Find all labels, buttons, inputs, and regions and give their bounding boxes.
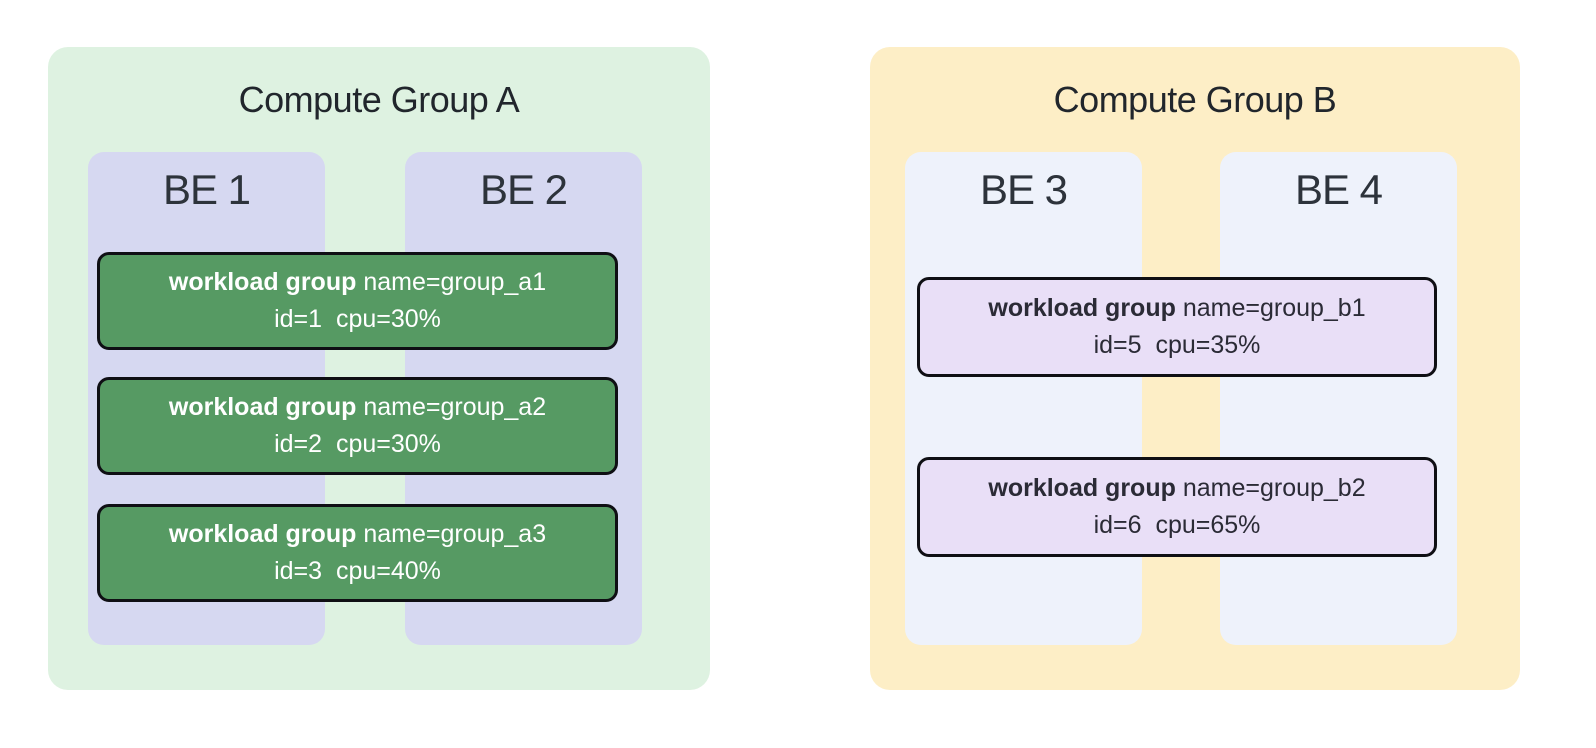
- workload-group-a1: workload group name=group_a1 id=1 cpu=30…: [97, 252, 618, 350]
- backend-be1-label: BE 1: [162, 166, 251, 213]
- backend-be2-label: BE 2: [479, 166, 568, 213]
- workload-group-label: workload group: [168, 268, 364, 296]
- workload-group-label: workload group: [988, 294, 1183, 322]
- compute-group-a-title: Compute Group A: [238, 79, 520, 120]
- backend-be4: BE 4: [1220, 152, 1457, 645]
- workload-group-name: name=group_b2: [1182, 474, 1366, 502]
- compute-group-a: Compute Group A BE 1 BE 2 workload group…: [48, 47, 710, 690]
- workload-group-a3-line1: workload group name=group_a3: [169, 516, 546, 553]
- workload-group-name: name=group_a3: [363, 520, 547, 548]
- workload-group-label: workload group: [988, 474, 1183, 502]
- workload-group-a2-line1: workload group name=group_a2: [169, 389, 546, 426]
- workload-group-a1-line1: workload group name=group_a1: [169, 264, 546, 301]
- workload-group-a3: workload group name=group_a3 id=3 cpu=40…: [97, 504, 618, 602]
- workload-group-name: name=group_b1: [1182, 294, 1366, 322]
- workload-group-b2-line2: id=6 cpu=65%: [1093, 511, 1261, 539]
- workload-group-a3-line2: id=3 cpu=40%: [274, 557, 441, 585]
- workload-group-name: name=group_a2: [363, 393, 547, 421]
- workload-group-a2-line2: id=2 cpu=30%: [274, 430, 441, 458]
- workload-group-b2-line1: workload group name=group_b2: [988, 470, 1365, 507]
- workload-group-name: name=group_a1: [363, 268, 547, 296]
- workload-group-b2: workload group name=group_b2 id=6 cpu=65…: [917, 457, 1437, 557]
- backend-be4-label: BE 4: [1294, 166, 1383, 213]
- workload-group-label: workload group: [168, 520, 364, 548]
- workload-group-a1-line2: id=1 cpu=30%: [274, 305, 441, 333]
- backend-be3-label: BE 3: [979, 166, 1068, 213]
- compute-group-b: Compute Group B BE 3 BE 4 workload group…: [870, 47, 1520, 690]
- workload-group-b1-line1: workload group name=group_b1: [988, 290, 1365, 327]
- workload-group-b1-line2: id=5 cpu=35%: [1093, 331, 1261, 359]
- workload-group-label: workload group: [168, 393, 364, 421]
- compute-group-b-title: Compute Group B: [1053, 79, 1337, 120]
- backend-be3: BE 3: [905, 152, 1142, 645]
- workload-group-a2: workload group name=group_a2 id=2 cpu=30…: [97, 377, 618, 475]
- workload-group-b1: workload group name=group_b1 id=5 cpu=35…: [917, 277, 1437, 377]
